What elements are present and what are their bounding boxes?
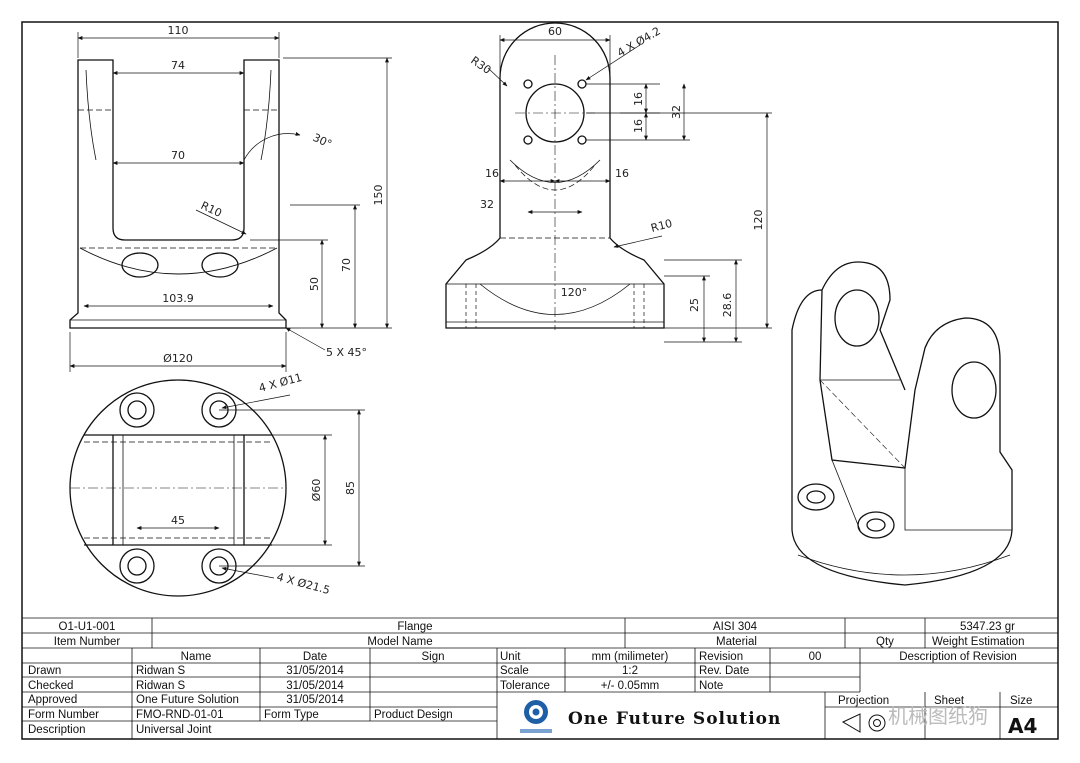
front-view <box>69 59 287 329</box>
dim-70-vertical: 70 <box>340 258 353 272</box>
dim-chamfer: 5 X 45° <box>326 346 367 359</box>
dim-25: 25 <box>688 298 701 312</box>
dim-150: 150 <box>372 185 385 206</box>
dim-50: 50 <box>308 277 321 291</box>
tolerance-value: +/- 0.05mm <box>601 680 659 692</box>
bottom-view <box>69 379 287 597</box>
model-name-value: Flange <box>397 621 432 633</box>
company-logo <box>520 700 552 733</box>
dim-120: 120 <box>752 210 765 231</box>
title-block-grid <box>22 617 1058 739</box>
scale-label: Scale <box>500 665 529 677</box>
dim-16-bottom: 16 <box>632 119 645 133</box>
qty-label: Qty <box>876 636 894 648</box>
dim-4x-dia-11: 4 X Ø11 <box>257 371 303 395</box>
title-block-text: O1-U1-001 Item Number Flange Model Name … <box>28 621 1037 738</box>
side-view <box>445 22 665 330</box>
dim-dia-60: Ø60 <box>310 479 323 502</box>
form-type-label: Form Type <box>264 709 319 721</box>
dim-103-9: 103.9 <box>162 292 194 305</box>
watermark: 机械图纸狗 <box>888 704 988 728</box>
front-view-dimensions <box>69 32 392 372</box>
dim-70: 70 <box>171 149 185 162</box>
item-number-label: Item Number <box>54 636 121 648</box>
scale-value: 1:2 <box>622 665 638 677</box>
col-date: Date <box>303 651 327 663</box>
dim-120-deg: 120° <box>561 286 588 299</box>
col-name: Name <box>181 651 212 663</box>
dim-85: 85 <box>344 481 357 495</box>
front-view-labels: 110 74 70 30° 150 70 50 R10 103.9 Ø120 5… <box>162 24 385 365</box>
unit-value: mm (milimeter) <box>592 651 669 663</box>
description-value: Universal Joint <box>136 724 212 736</box>
drawn-label: Drawn <box>28 665 61 677</box>
dim-110: 110 <box>168 24 189 37</box>
form-number-value: FMO-RND-01-01 <box>136 709 224 721</box>
material-value: AISI 304 <box>713 621 758 633</box>
projection-label: Projection <box>838 695 889 707</box>
dim-60: 60 <box>548 25 562 38</box>
size-value: A4 <box>1008 714 1037 738</box>
dim-30-deg: 30° <box>311 131 334 151</box>
bottom-view-dimensions <box>136 394 365 579</box>
dim-4x-dia-4-2: 4 X Ø4.2 <box>615 24 663 59</box>
weight-value: 5347.23 gr <box>960 621 1015 633</box>
material-label: Material <box>716 636 757 648</box>
approved-name: One Future Solution <box>136 694 239 706</box>
checked-name: Ridwan S <box>136 680 186 692</box>
form-number-label: Form Number <box>28 709 99 721</box>
item-number-value: O1-U1-001 <box>59 621 116 633</box>
dim-r30: R30 <box>468 54 493 77</box>
description-label: Description <box>28 724 86 736</box>
description-of-revision-label: Description of Revision <box>899 651 1017 663</box>
weight-label: Weight Estimation <box>932 636 1024 648</box>
revision-value: 00 <box>809 651 822 663</box>
dim-32-horizontal: 32 <box>480 198 494 211</box>
side-view-labels: 60 4 X Ø4.2 R30 16 16 32 16 16 32 R10 12… <box>468 24 765 317</box>
isometric-view <box>791 261 1013 586</box>
dim-dia-120: Ø120 <box>163 352 193 365</box>
approved-label: Approved <box>28 694 77 706</box>
approved-date: 31/05/2014 <box>286 694 344 706</box>
checked-date: 31/05/2014 <box>286 680 344 692</box>
drawn-name: Ridwan S <box>136 665 186 677</box>
form-type-value: Product Design <box>374 709 453 721</box>
dim-32-vertical: 32 <box>670 105 683 119</box>
dim-16-right: 16 <box>615 167 629 180</box>
revision-label: Revision <box>699 651 743 663</box>
company-name: One Future Solution <box>568 709 781 729</box>
dim-r10: R10 <box>199 199 224 220</box>
bottom-view-labels: 4 X Ø11 Ø60 85 45 4 X Ø21.5 <box>171 371 357 597</box>
sheet-border <box>21 21 1059 740</box>
side-view-dimensions <box>487 35 772 343</box>
checked-label: Checked <box>28 680 73 692</box>
dim-16-top: 16 <box>632 92 645 106</box>
dim-r10-side: R10 <box>649 217 673 235</box>
unit-label: Unit <box>500 651 521 663</box>
rev-date-label: Rev. Date <box>699 665 749 677</box>
col-sign: Sign <box>421 651 444 663</box>
projection-symbol-icon <box>841 713 886 733</box>
dim-4x-dia-21-5: 4 X Ø21.5 <box>275 570 331 597</box>
dim-45: 45 <box>171 514 185 527</box>
dim-74: 74 <box>171 59 185 72</box>
note-label: Note <box>699 680 723 692</box>
drawn-date: 31/05/2014 <box>286 665 344 677</box>
tolerance-label: Tolerance <box>500 680 550 692</box>
size-label: Size <box>1010 695 1032 707</box>
sheet-label: Sheet <box>934 695 965 707</box>
dim-16-left: 16 <box>485 167 499 180</box>
dim-28-6: 28.6 <box>721 293 734 318</box>
model-name-label: Model Name <box>367 636 432 648</box>
